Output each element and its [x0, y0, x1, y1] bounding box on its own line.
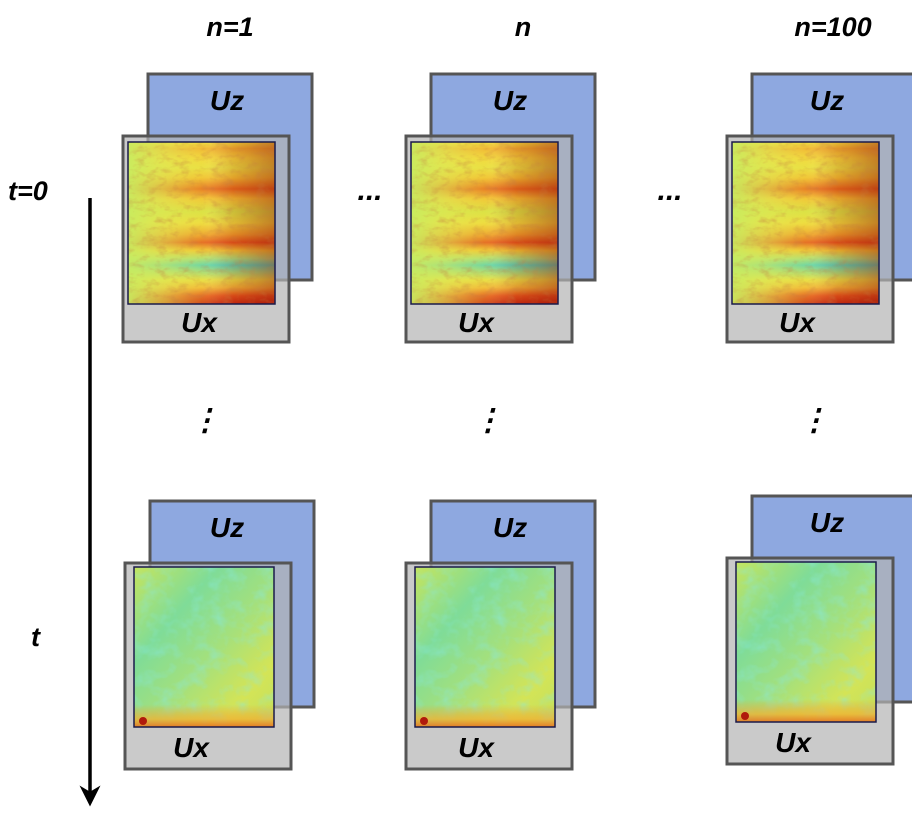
ux-label: Ux: [775, 727, 812, 758]
ux-heatmap: [731, 141, 880, 305]
time-start-label: t=0: [8, 176, 48, 206]
ux-heatmap: [133, 566, 275, 728]
ux-label: Ux: [779, 307, 816, 338]
ux-heatmap: [414, 566, 556, 728]
row-ellipsis-n100: ⋮: [799, 404, 829, 437]
ux-heatmap: [410, 141, 559, 305]
column-title-n1: n=1: [206, 12, 253, 42]
stack-row2-n: Uz Ux: [404, 499, 597, 771]
time-later-label: t: [31, 622, 41, 652]
column-ellipsis-right: ...: [657, 174, 682, 207]
uz-label: Uz: [210, 85, 244, 116]
row-ellipsis-n: ⋮: [473, 404, 503, 437]
stack-row1-n1: Uz Ux: [121, 72, 314, 344]
stack-row2-n1: Uz Ux: [123, 499, 316, 771]
uz-label: Uz: [210, 512, 244, 543]
uz-label: Uz: [493, 85, 527, 116]
ux-label: Ux: [458, 307, 495, 338]
ux-label: Ux: [458, 732, 495, 763]
column-ellipsis-left: ...: [357, 174, 382, 207]
uz-label: Uz: [810, 507, 844, 538]
row-ellipsis-n1: ⋮: [190, 404, 220, 437]
stack-row1-n100: Uz Ux: [725, 72, 912, 344]
uz-label: Uz: [810, 85, 844, 116]
ux-label: Ux: [173, 732, 210, 763]
ux-label: Ux: [181, 307, 218, 338]
column-title-n100: n=100: [794, 12, 871, 42]
column-title-n: n: [515, 12, 532, 42]
stack-row2-n100: Uz Ux: [725, 494, 912, 766]
uz-label: Uz: [493, 512, 527, 543]
stack-row1-n: Uz Ux: [404, 72, 597, 344]
ux-heatmap: [735, 561, 877, 723]
ux-heatmap: [127, 141, 276, 305]
